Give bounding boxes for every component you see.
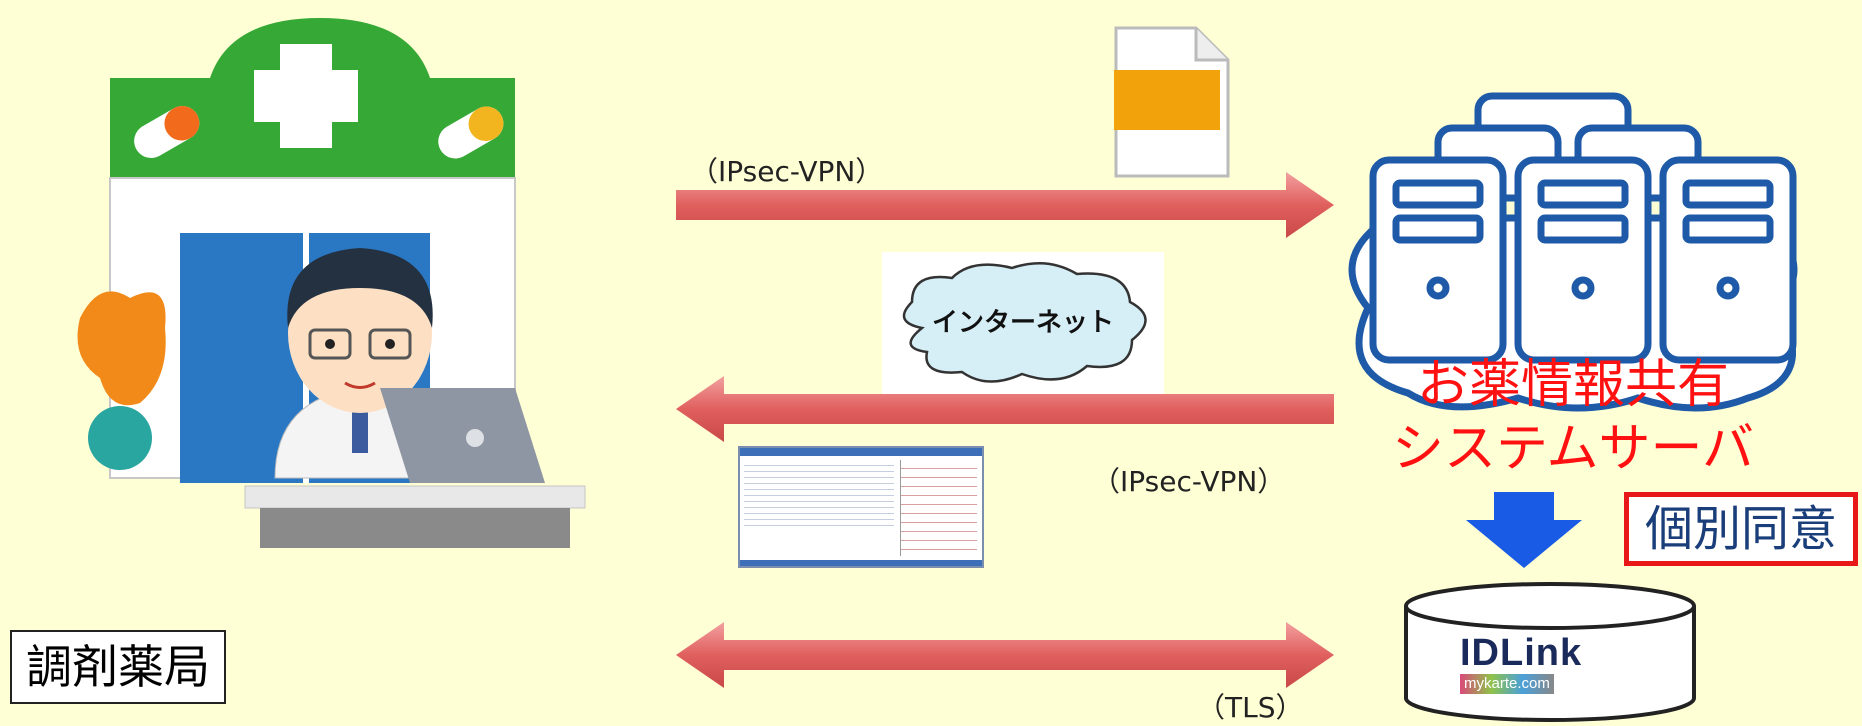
internet-label: インターネット	[931, 308, 1114, 338]
consent-box: 個別同意	[1624, 492, 1859, 566]
protocol-label-middle: （IPsec-VPN）	[1092, 465, 1286, 498]
thumbnail-side-panel	[900, 460, 977, 556]
down-arrow	[1466, 492, 1582, 568]
arrow-to-pharmacy	[676, 376, 1334, 442]
thumbnail-titlebar	[740, 448, 982, 456]
protocol-label-top: （IPsec-VPN）	[690, 155, 884, 188]
server-cloud	[1348, 92, 1798, 412]
pharmacy-label-box: 調剤薬局	[10, 630, 226, 704]
document-icon	[1114, 26, 1230, 178]
thumbnail-table	[744, 460, 894, 530]
idlink-logo-sub: mykarte.com	[1460, 674, 1554, 694]
pharmacy-illustration	[77, 18, 586, 548]
server-name-line2: システムサーバ	[1392, 419, 1754, 479]
arrow-to-server	[676, 172, 1334, 238]
bidirectional-arrow	[676, 622, 1334, 688]
cloud-icon	[902, 262, 1147, 383]
idlink-logo: IDLink mykarte.com	[1460, 633, 1640, 694]
idlink-logo-text: IDLink	[1460, 632, 1583, 674]
protocol-label-bottom: （TLS）	[1197, 691, 1304, 724]
thumbnail-footer	[740, 560, 982, 566]
internet-cloud-box: インターネット	[882, 252, 1164, 394]
server-name-line1: お薬情報共有	[1416, 355, 1729, 415]
screen-thumbnail	[738, 446, 984, 568]
